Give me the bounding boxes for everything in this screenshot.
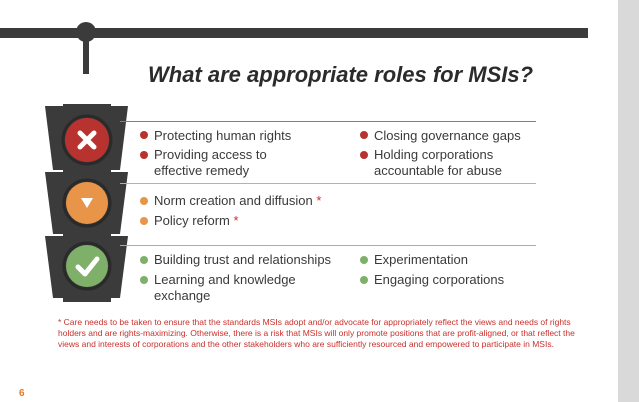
x-icon xyxy=(77,130,97,150)
list-item: Building trust and relationships xyxy=(154,252,332,267)
page-edge-strip xyxy=(618,0,639,402)
traffic-light xyxy=(45,104,128,302)
bullet-dot xyxy=(140,256,148,264)
divider-red xyxy=(120,121,536,122)
bullet-dot xyxy=(140,151,148,159)
traffic-light-bar xyxy=(0,28,588,38)
bullet-dot xyxy=(140,217,148,225)
divider-orange xyxy=(120,183,536,184)
footnote: * Care needs to be taken to ensure that … xyxy=(58,317,575,349)
list-item: Experimentation xyxy=(374,252,468,267)
checkmark-icon xyxy=(75,256,100,277)
list-item: Learning and knowledge exchange xyxy=(154,272,296,303)
footnote-mark: * xyxy=(233,213,239,228)
bar-mount-knob xyxy=(76,22,96,42)
bullet-dot xyxy=(360,256,368,264)
page-title: What are appropriate roles for MSIs? xyxy=(148,62,534,87)
list-item: Providing access to effective remedy xyxy=(154,147,267,178)
triangle-down-icon xyxy=(81,198,93,208)
list-item-text: Policy reform xyxy=(154,213,230,228)
list-item: Holding corporations accountable for abu… xyxy=(374,147,502,178)
bullet-dot xyxy=(140,276,148,284)
page-number: 6 xyxy=(19,388,25,399)
traffic-light-pole xyxy=(83,38,89,74)
list-item: Closing governance gaps xyxy=(374,128,521,143)
footnote-mark: * xyxy=(316,193,322,208)
list-item-text: Norm creation and diffusion xyxy=(154,193,313,208)
green-light-housing xyxy=(45,234,128,302)
list-item: Engaging corporations xyxy=(374,272,505,287)
list-item: Norm creation and diffusion * xyxy=(154,193,321,209)
bullet-dot xyxy=(140,197,148,205)
bullet-dot xyxy=(360,151,368,159)
divider-green xyxy=(120,245,536,246)
list-item: Protecting human rights xyxy=(154,128,292,143)
bullet-dot xyxy=(360,131,368,139)
bullet-dot xyxy=(360,276,368,284)
list-item: Policy reform * xyxy=(154,213,239,229)
bullet-dot xyxy=(140,131,148,139)
